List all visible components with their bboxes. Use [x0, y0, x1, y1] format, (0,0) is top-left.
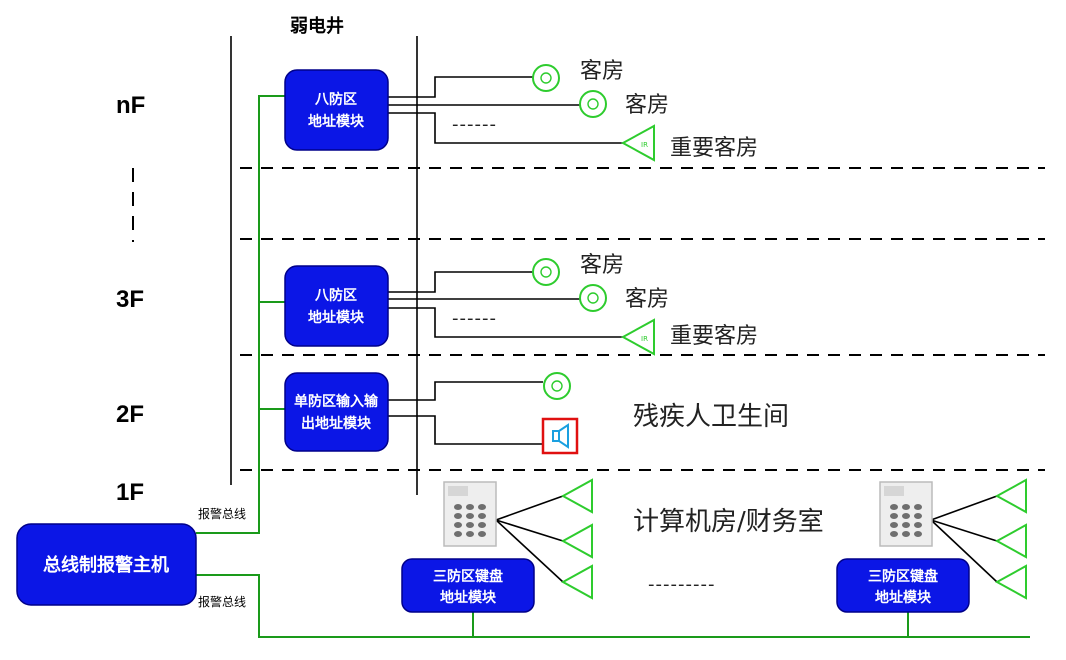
wire: [388, 271, 533, 293]
floor-label-1f: 1F: [116, 479, 144, 506]
smoke-detector-icon: [579, 284, 607, 312]
wire: [388, 112, 623, 144]
wire: [930, 495, 998, 521]
floor-label-3f: 3F: [116, 286, 144, 313]
svg-text:IR: IR: [641, 335, 648, 343]
svg-text:单防区输入输: 单防区输入输: [294, 393, 379, 410]
smoke-detector-icon: [579, 90, 607, 118]
keypad-key: [902, 531, 910, 537]
wire: [388, 76, 533, 98]
wire: [495, 519, 564, 542]
wire: [388, 415, 543, 445]
room-dashes: ------: [452, 114, 497, 135]
keypad-key: [914, 531, 922, 537]
module-3f: 八防区 地址模块: [284, 265, 389, 347]
bus-label-bottom: 报警总线: [198, 594, 246, 609]
keypad-key: [478, 522, 486, 528]
keypad-module-2: 三防区键盘 地址模块: [836, 558, 970, 613]
room-dashes: ------: [452, 308, 497, 329]
wire: [388, 381, 543, 401]
alarm-horn-icon: [541, 417, 579, 455]
svg-text:三防区键盘: 三防区键盘: [433, 568, 503, 585]
floor-label-2f: 2F: [116, 401, 144, 428]
keypad-key: [890, 504, 898, 510]
room-label: 客房: [580, 59, 624, 84]
smoke-detector-icon: [532, 64, 560, 92]
wire: [930, 519, 998, 542]
svg-text:三防区键盘: 三防区键盘: [868, 568, 938, 585]
keypad-key: [454, 522, 462, 528]
room-label: 重要客房: [670, 324, 758, 349]
room-label: 计算机房/财务室: [633, 507, 824, 537]
svg-text:地址模块: 地址模块: [875, 589, 932, 606]
keypad-key: [890, 531, 898, 537]
keypad-key: [902, 522, 910, 528]
shaft-label: 弱电井: [290, 15, 344, 37]
wire: [388, 307, 623, 338]
module-2f: 单防区输入输 出地址模块: [284, 372, 389, 452]
svg-text:地址模块: 地址模块: [440, 589, 497, 606]
keypad-key: [466, 504, 474, 510]
keypad-key: [454, 504, 462, 510]
room-label: 重要客房: [670, 136, 758, 161]
svg-text:出地址模块: 出地址模块: [301, 415, 372, 432]
wire: [495, 495, 564, 521]
pir-detector-icon: [994, 564, 1027, 600]
svg-text:IR: IR: [641, 141, 648, 149]
svg-text:地址模块: 地址模块: [308, 309, 365, 326]
keypad-key: [914, 522, 922, 528]
alarm-bus-riser: [196, 95, 285, 534]
pir-detector-icon: IR: [620, 124, 655, 162]
bus-label-top: 报警总线: [198, 506, 246, 521]
keypad-key: [478, 513, 486, 519]
pir-detector-icon: [560, 523, 593, 559]
keypad-key: [478, 504, 486, 510]
room-label: 客房: [625, 287, 669, 312]
wire: [930, 519, 998, 583]
floor-label-nf: nF: [116, 92, 145, 119]
room-label: 残疾人卫生间: [633, 402, 789, 432]
keypad-key: [914, 513, 922, 519]
keypad-key: [914, 504, 922, 510]
svg-text:八防区: 八防区: [314, 91, 357, 108]
pir-detector-icon: [560, 564, 593, 600]
keypad-module-1: 三防区键盘 地址模块: [401, 558, 535, 613]
keypad-key: [890, 522, 898, 528]
svg-text:总线制报警主机: 总线制报警主机: [43, 554, 169, 576]
room-dashes: ---------: [648, 574, 715, 595]
keypad-key: [890, 513, 898, 519]
keypad-key: [466, 513, 474, 519]
pir-detector-icon: [994, 523, 1027, 559]
keypad-key: [478, 531, 486, 537]
keypad-key: [454, 531, 462, 537]
wire: [495, 519, 564, 583]
room-label: 客房: [625, 93, 669, 118]
module-nf: 八防区 地址模块: [284, 69, 389, 151]
pir-detector-icon: [560, 478, 593, 514]
smoke-detector-icon: [532, 258, 560, 286]
keypad-key: [902, 513, 910, 519]
keypad-key: [466, 531, 474, 537]
alarm-bus-bottom: [196, 574, 1030, 638]
pir-detector-icon: IR: [620, 318, 655, 356]
keypad-key: [454, 513, 462, 519]
keypad-key: [466, 522, 474, 528]
svg-text:地址模块: 地址模块: [308, 113, 365, 130]
room-label: 客房: [580, 253, 624, 278]
pir-detector-icon: [994, 478, 1027, 514]
keypad-key: [902, 504, 910, 510]
alarm-host: 总线制报警主机: [16, 523, 197, 606]
smoke-detector-icon: [543, 372, 571, 400]
svg-text:八防区: 八防区: [314, 287, 357, 304]
